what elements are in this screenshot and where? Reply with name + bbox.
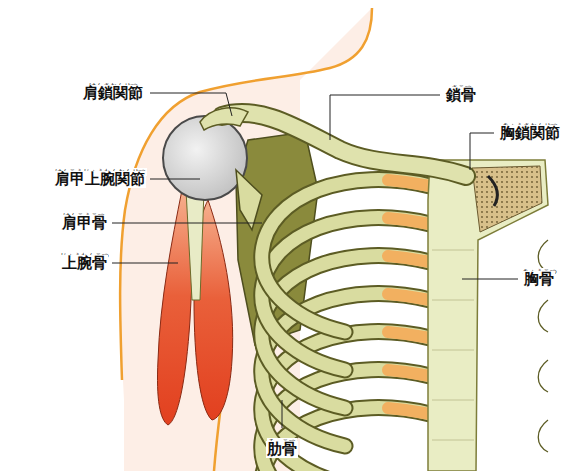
part-label: 肋骨 [266, 441, 298, 458]
part-label: 上腕骨 [61, 255, 108, 272]
label-wrap: 胸骨 [523, 270, 555, 288]
costal-cartilage [388, 294, 430, 300]
costal-cartilage [388, 408, 430, 414]
part-label: 胸骨 [523, 271, 555, 288]
rib [262, 180, 430, 332]
part-label: 鎖骨 [445, 87, 477, 104]
label-wrap: 上腕骨 [61, 254, 108, 272]
costal-cartilage [388, 256, 430, 262]
rib [262, 180, 430, 332]
label-wrap: 肋骨 [266, 440, 298, 458]
costal-cartilage [388, 332, 430, 338]
label-wrap: 胸鎖関節 [499, 124, 561, 142]
label-wrap: 肩甲上腕関節 [54, 170, 146, 188]
label-wrap: 肩鎖関節 [82, 84, 144, 102]
label-wrap: 鎖骨 [445, 86, 477, 104]
part-label: 肩鎖関節 [82, 85, 144, 102]
part-label: 胸鎖関節 [499, 125, 561, 142]
costal-cartilage [388, 180, 430, 186]
label-wrap: 肩甲骨 [61, 214, 108, 232]
leader-lines [112, 93, 518, 428]
costal-cartilage [388, 218, 430, 224]
costal-cartilage [388, 370, 430, 376]
part-label: 肩甲上腕関節 [54, 171, 146, 188]
part-label: 肩甲骨 [61, 215, 108, 232]
